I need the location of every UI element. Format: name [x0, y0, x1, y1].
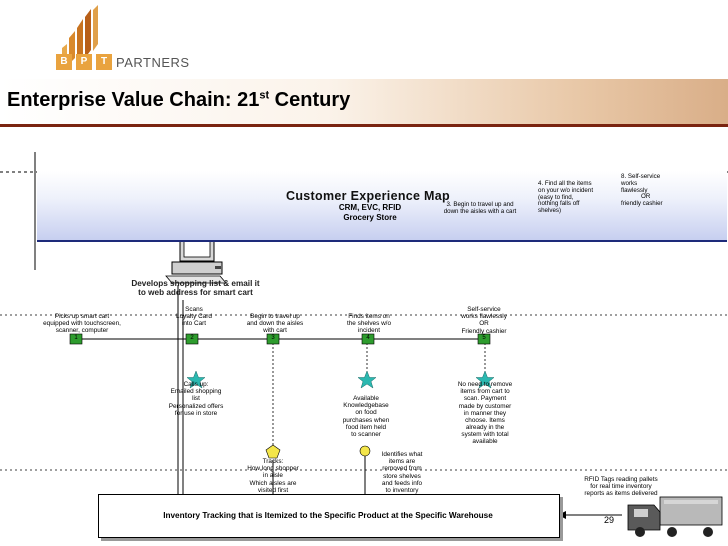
tracks-pentagon-icon: [265, 444, 281, 459]
inventory-tracking-box: [98, 494, 560, 538]
title-bar: [0, 79, 728, 125]
page-number: 29: [604, 515, 615, 525]
flow-node-1: [69, 333, 83, 345]
flow-node-3: [266, 333, 280, 345]
star-icon-knowledge: [357, 370, 377, 389]
bpt-logo-graphic: [56, 5, 112, 70]
node-number-3: 3: [271, 335, 275, 341]
page-title: Enterprise Value Chain: 21st Century: [7, 89, 351, 111]
node-number-4: 4: [366, 335, 370, 341]
customer-experience-map-panel: [37, 171, 727, 242]
rfid-arrowhead: [558, 511, 566, 519]
node-number-5: 5: [482, 335, 486, 341]
node-number-1: 1: [74, 335, 78, 341]
node-number-2: 2: [190, 335, 194, 341]
flow-node-5: [477, 333, 491, 345]
flow-node-2: [185, 333, 199, 345]
flow-node-4: [361, 333, 375, 345]
title-rule: [0, 124, 728, 127]
inventory-tracking-label: Inventory Tracking that is Itemized to t…: [163, 511, 493, 520]
logo-letter-t: T: [100, 56, 108, 67]
map-title: Customer Experience Map: [286, 189, 450, 203]
computer-icon: [165, 234, 227, 284]
identifies-circle-icon: [359, 445, 371, 457]
star-icon-no-need: [475, 370, 495, 389]
logo-letter-p: P: [80, 56, 88, 67]
truck-icon: [627, 496, 723, 537]
map-subtitle-2: Grocery Store: [343, 213, 397, 222]
logo-letter-b: B: [60, 56, 68, 67]
map-subtitle-1: CRM, EVC, RFID: [338, 203, 402, 212]
logo-name: PARTNERS: [116, 55, 190, 70]
star-icon-calls: [186, 370, 206, 389]
